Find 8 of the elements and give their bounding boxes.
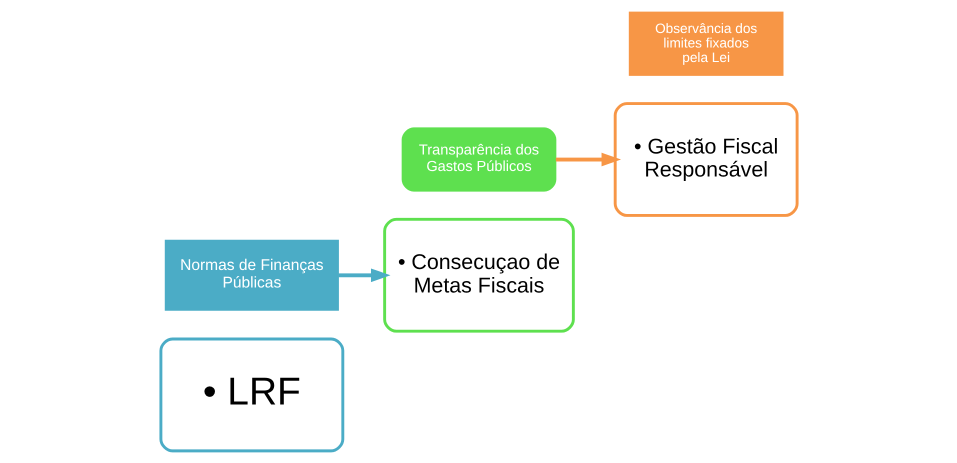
arrow	[555, 152, 621, 166]
node-box: • Consecuçao de Metas Fiscais	[382, 218, 574, 333]
node-box: Observância dos limites fixados pela Lei	[628, 12, 783, 76]
node-box: Transparência dos Gastos Públicos	[401, 127, 556, 192]
node-box: Normas de Finanças Públicas	[164, 240, 338, 311]
node-box: • Gestão Fiscal Responsável	[613, 102, 798, 217]
arrow	[338, 268, 390, 282]
node-box: • LRF	[158, 338, 344, 452]
